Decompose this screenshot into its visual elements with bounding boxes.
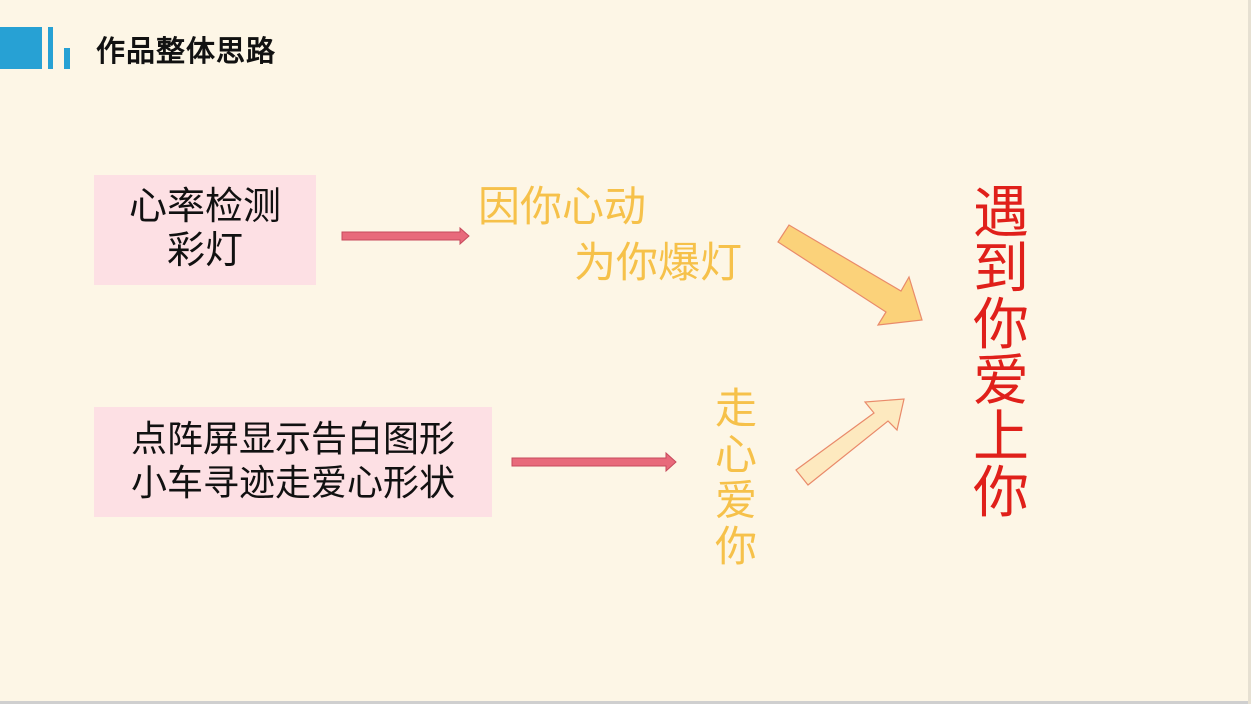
car-phrase-vertical: 走心爱你 [714, 384, 757, 571]
right-arrow-icon [511, 451, 677, 473]
slide-right-edge [1248, 0, 1251, 704]
diagonal-arrow-down-icon [777, 224, 923, 326]
diagonal-arrow-up-icon [795, 398, 905, 486]
heart-phrase-line2: 为你爆灯 [574, 238, 743, 287]
header-accent-bar [48, 27, 53, 69]
heart-rate-box-line2: 彩灯 [166, 228, 243, 272]
dot-matrix-box: 点阵屏显示告白图形 小车寻迹走爱心形状 [94, 407, 492, 517]
right-arrow-icon [341, 226, 470, 246]
slide-bottom-edge [0, 701, 1251, 704]
heart-rate-box: 心率检测 彩灯 [94, 175, 316, 285]
dot-matrix-box-line2: 小车寻迹走爱心形状 [130, 463, 455, 504]
heart-rate-box-line1: 心率检测 [128, 184, 281, 228]
header-accent-block [0, 27, 42, 69]
heart-phrase-line1: 因你心动 [478, 182, 647, 231]
header-accent-bar-short [64, 48, 70, 69]
dot-matrix-box-line1: 点阵屏显示告白图形 [130, 419, 455, 460]
page-title: 作品整体思路 [96, 34, 277, 68]
conclusion-vertical: 遇到你爱上你 [973, 181, 1029, 526]
